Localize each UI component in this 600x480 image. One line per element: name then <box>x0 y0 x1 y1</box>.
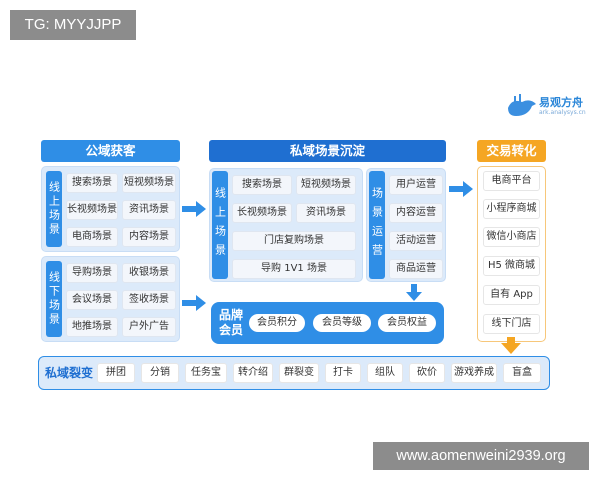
fission-item: 拼团 <box>97 363 135 383</box>
public-online-item: 电商场景 <box>66 227 118 247</box>
arrow-head-icon <box>196 201 206 217</box>
watermark-tag-top-left: TG: MYYJJPP <box>10 10 136 40</box>
arrow-ops-to-member <box>411 284 417 292</box>
conversion-item: 微信小商店 <box>483 227 540 247</box>
arrow-private-to-conversion <box>449 186 463 192</box>
fission-item: 砍价 <box>409 363 445 383</box>
fission-label: 私域裂变 <box>44 366 93 380</box>
member-panel: 品牌会员 会员积分 会员等级 会员权益 <box>211 302 444 344</box>
arrow-public-to-private-online <box>182 206 196 212</box>
private-online-item: 搜索场景 <box>232 175 292 195</box>
private-ops-label: 场景运营 <box>369 171 385 279</box>
public-offline-item: 户外广告 <box>122 317 176 337</box>
conversion-panel: 电商平台 小程序商城 微信小商店 H5 微商城 自有 App 线下门店 <box>477 166 546 342</box>
logo-name: 易观方舟 <box>539 96 583 109</box>
public-offline-item: 收银场景 <box>122 263 176 283</box>
private-ops-label-text: 场景运营 <box>370 187 384 263</box>
private-ops-item: 活动运营 <box>389 231 443 251</box>
private-domain-header: 私域场景沉淀 <box>209 140 446 162</box>
public-online-label: 线上场景 <box>46 171 62 247</box>
fission-item: 游戏养成 <box>451 363 497 383</box>
public-offline-item: 签收场景 <box>122 290 176 310</box>
fission-item: 分销 <box>141 363 179 383</box>
public-offline-item: 会议场景 <box>66 290 118 310</box>
conversion-item: H5 微商城 <box>483 256 540 276</box>
public-offline-label: 线下场景 <box>46 261 62 337</box>
member-label: 品牌会员 <box>219 308 244 337</box>
conversion-item: 电商平台 <box>483 171 540 191</box>
member-item: 会员权益 <box>378 314 436 332</box>
fission-item: 转介绍 <box>233 363 273 383</box>
public-offline-label-text: 线下场景 <box>47 271 61 327</box>
watermark-tag-bottom-right: www.aomenweini2939.org <box>373 442 589 470</box>
private-online-item: 短视频场景 <box>296 175 356 195</box>
public-online-item: 短视频场景 <box>122 173 176 193</box>
conversion-header: 交易转化 <box>477 140 546 162</box>
fission-item: 盲盒 <box>503 363 541 383</box>
private-online-label-text: 线上场景 <box>213 187 227 263</box>
private-ops-item: 内容运营 <box>389 203 443 223</box>
public-online-label-text: 线上场景 <box>47 181 61 237</box>
private-online-item: 门店复购场景 <box>232 231 356 251</box>
member-item: 会员积分 <box>249 314 305 332</box>
public-offline-panel: 线下场景 导购场景 收银场景 会议场景 签收场景 地推场景 户外广告 <box>41 256 180 342</box>
private-ops-item: 用户运营 <box>389 175 443 195</box>
public-online-panel: 线上场景 搜索场景 短视频场景 长视频场景 资讯场景 电商场景 内容场景 <box>41 166 180 252</box>
conversion-item: 线下门店 <box>483 314 540 334</box>
public-online-item: 搜索场景 <box>66 173 118 193</box>
public-offline-item: 导购场景 <box>66 263 118 283</box>
logo-subtitle: ark.analysys.cn <box>539 109 586 116</box>
arrow-head-icon <box>196 295 206 311</box>
arrow-down-icon <box>501 343 521 354</box>
arrow-head-icon <box>463 181 473 197</box>
arrow-conversion-to-fission <box>507 337 515 343</box>
fission-item: 任务宝 <box>185 363 227 383</box>
whale-icon <box>508 94 536 116</box>
public-domain-header: 公域获客 <box>41 140 180 162</box>
public-online-item: 内容场景 <box>122 227 176 247</box>
conversion-item: 小程序商城 <box>483 199 540 219</box>
arrow-down-icon <box>406 292 422 301</box>
fission-item: 组队 <box>367 363 403 383</box>
public-offline-item: 地推场景 <box>66 317 118 337</box>
conversion-item: 自有 App <box>483 285 540 305</box>
public-online-item: 资讯场景 <box>122 200 176 220</box>
private-online-item: 导购 1V1 场景 <box>232 259 356 279</box>
private-online-panel: 线上场景 搜索场景 短视频场景 长视频场景 资讯场景 门店复购场景 导购 1V1… <box>209 168 363 282</box>
member-item: 会员等级 <box>313 314 371 332</box>
fission-item: 群裂变 <box>279 363 319 383</box>
fission-item: 打卡 <box>325 363 361 383</box>
private-online-item: 资讯场景 <box>296 203 356 223</box>
private-online-item: 长视频场景 <box>232 203 292 223</box>
arrow-public-to-member <box>182 300 196 306</box>
private-online-label: 线上场景 <box>212 171 228 279</box>
fission-bar: 私域裂变 拼团 分销 任务宝 转介绍 群裂变 打卡 组队 砍价 游戏养成 盲盒 <box>38 356 550 390</box>
private-ops-item: 商品运营 <box>389 259 443 279</box>
private-ops-panel: 场景运营 用户运营 内容运营 活动运营 商品运营 <box>366 168 446 282</box>
public-online-item: 长视频场景 <box>66 200 118 220</box>
brand-logo: 易观方舟 ark.analysys.cn <box>506 92 592 122</box>
